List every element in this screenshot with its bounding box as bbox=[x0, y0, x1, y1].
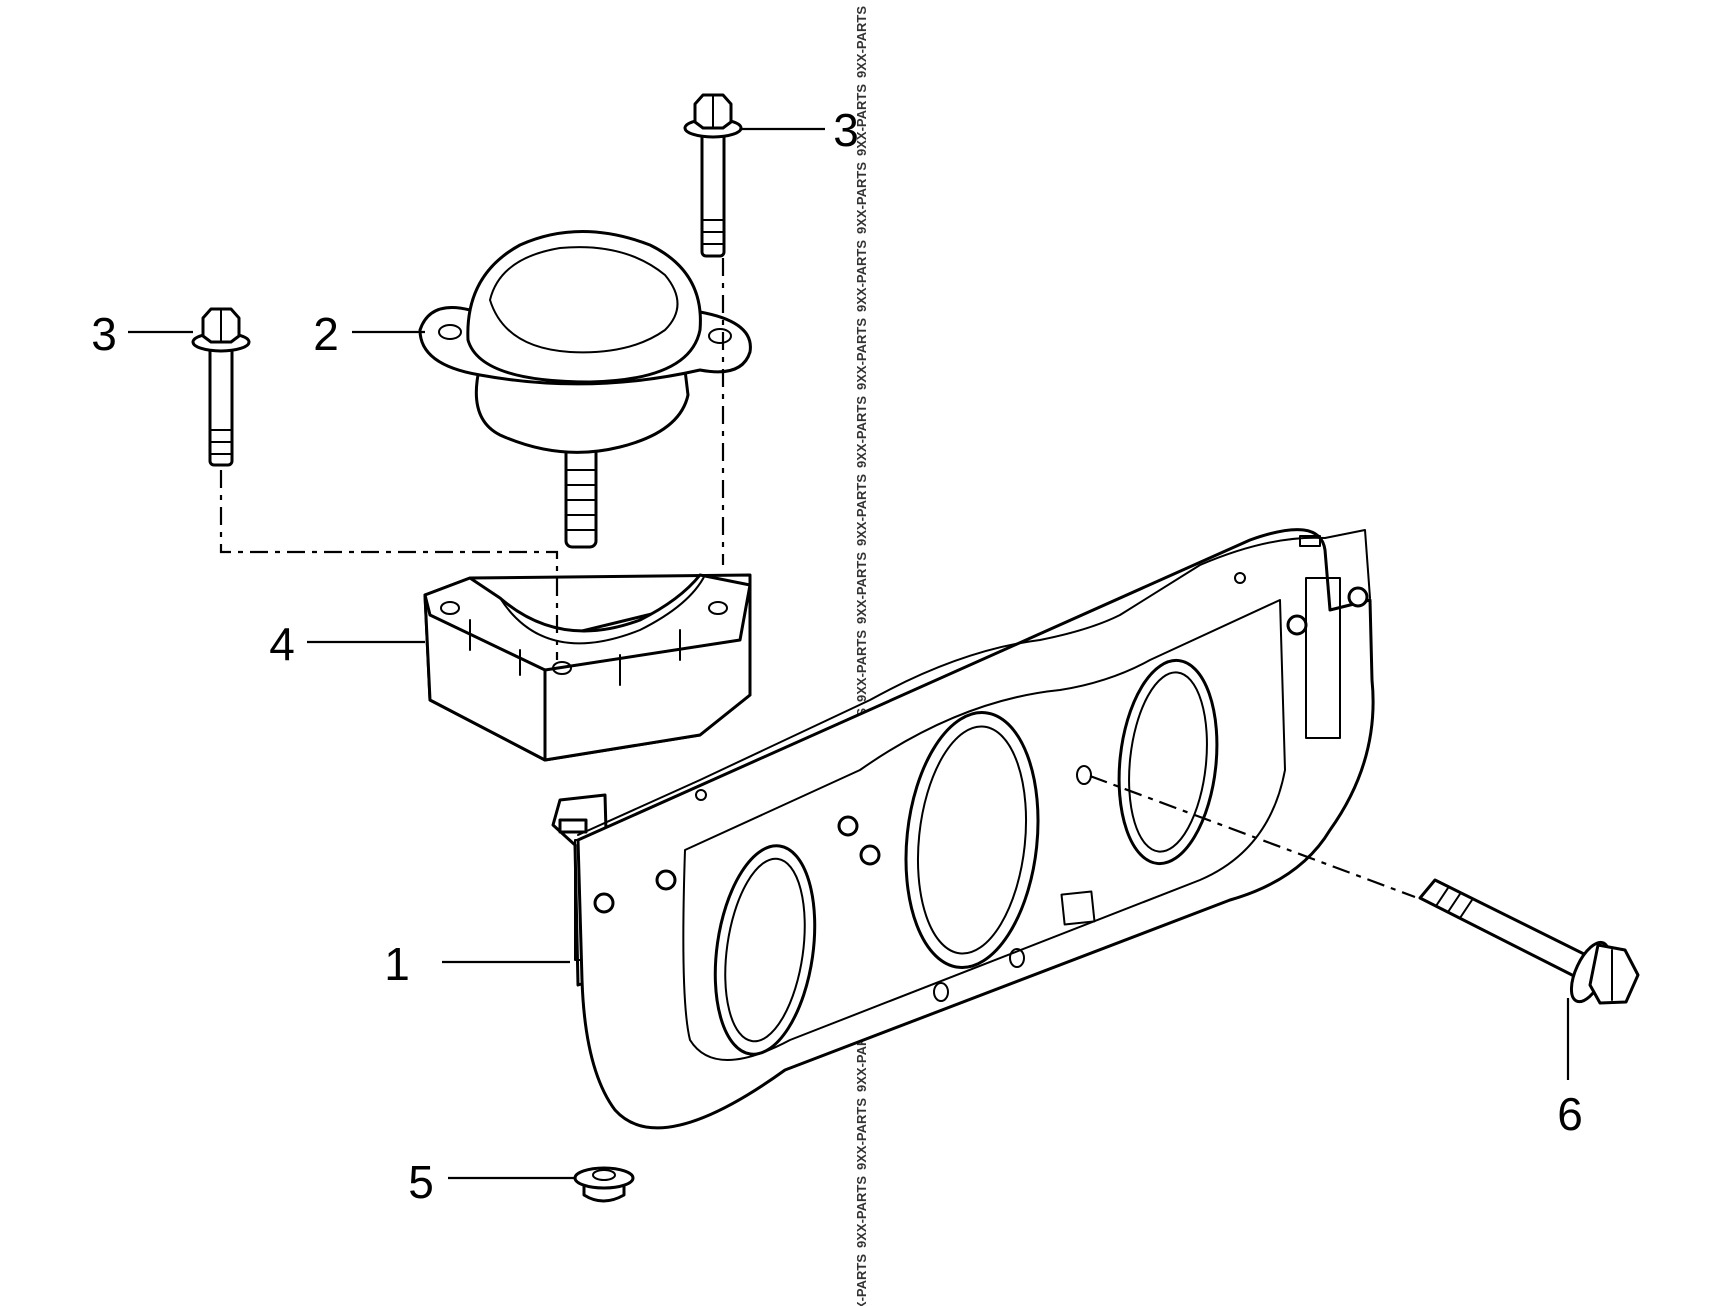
watermark-text: 9XX-PARTS bbox=[854, 318, 869, 390]
watermark-text: 9XX-PARTS bbox=[854, 1176, 869, 1248]
watermark-text: 9XX-PARTS bbox=[854, 552, 869, 624]
watermark-text: 9XX-PARTS bbox=[854, 396, 869, 468]
callout-3-left: 3 bbox=[91, 308, 117, 360]
callout-6: 6 bbox=[1557, 1088, 1583, 1140]
watermark-text: 9XX-PARTS bbox=[854, 6, 869, 78]
leader-lines bbox=[128, 127, 1570, 1180]
watermark-strip: 9XX-PARTS 9XX-PARTS 9XX-PARTS 9XX-PARTS 9XX-… bbox=[854, 6, 869, 1306]
part-3-bolt-right bbox=[683, 93, 743, 258]
part-1-bracket bbox=[551, 528, 1375, 1130]
callout-4: 4 bbox=[269, 618, 295, 670]
watermark-text: 9XX-PARTS bbox=[854, 162, 869, 234]
watermark-text: 9XX-PARTS bbox=[854, 1098, 869, 1170]
callout-3-right: 3 bbox=[833, 104, 859, 156]
watermark-text: 9XX-PARTS bbox=[854, 474, 869, 546]
part-5-nut bbox=[573, 1166, 635, 1203]
callouts: 1 2 3 3 4 5 6 bbox=[91, 104, 1583, 1208]
part-6-bolt bbox=[1418, 878, 1640, 1005]
part-3-bolt-left bbox=[191, 307, 251, 467]
watermark-text: 9XX-PARTS bbox=[854, 240, 869, 312]
callout-5: 5 bbox=[408, 1156, 434, 1208]
watermark-text: 9XX-PARTS bbox=[854, 1254, 869, 1306]
watermark-text: 9XX-PARTS bbox=[854, 84, 869, 156]
watermark-text: 9XX-PARTS bbox=[854, 630, 869, 702]
callout-1: 1 bbox=[384, 938, 410, 990]
callout-2: 2 bbox=[313, 308, 339, 360]
assembly-lines bbox=[219, 258, 1416, 899]
part-4-support-block bbox=[423, 573, 752, 762]
part-2-engine-mount bbox=[418, 230, 752, 549]
